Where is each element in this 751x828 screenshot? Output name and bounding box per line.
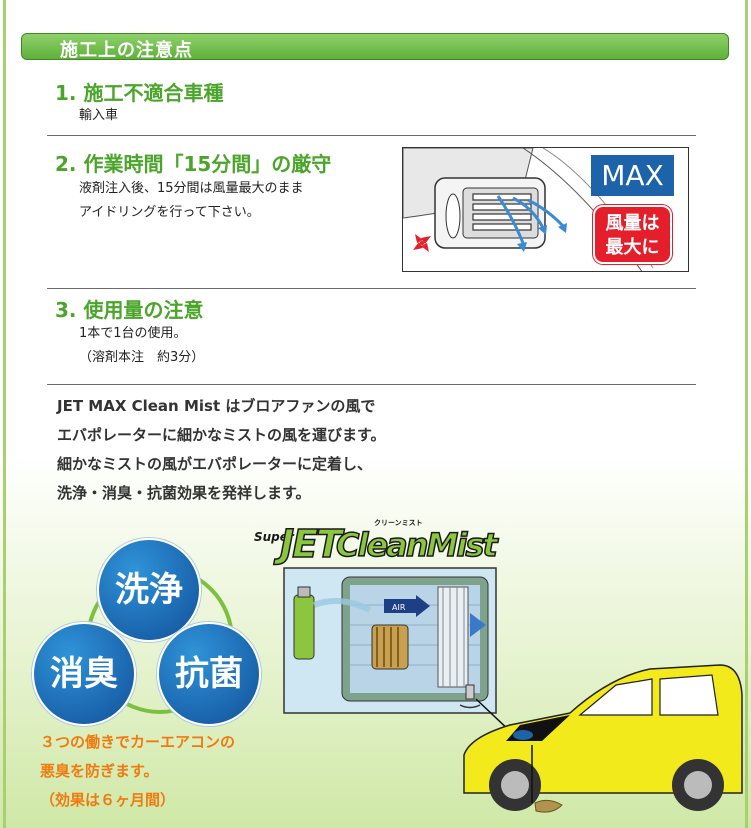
benefit-line: （効果は６ヶ月間） xyxy=(40,791,176,809)
description-line: 細かなミストの風がエバポレーターに定着し、 xyxy=(57,455,373,473)
section-1-body: 輸入車 xyxy=(79,104,118,128)
description-line: 洗浄・消臭・抗菌効果を発祥します。 xyxy=(57,484,311,502)
product-diagram: AIR xyxy=(283,567,743,813)
section-2-line: アイドリングを行って下さい。 xyxy=(79,205,260,220)
deodorize-circle: 消臭 xyxy=(32,622,136,726)
benefit-line: 悪臭を防ぎます。 xyxy=(40,762,159,780)
antibacterial-circle: 抗菌 xyxy=(157,622,261,726)
logo-super: Super xyxy=(254,530,294,544)
divider xyxy=(47,288,696,289)
description-line: JET MAX Clean Mist はブロアファンの風で xyxy=(57,397,376,415)
section-3-body: 1本で1台の使用。 （溶剤本注 約3分） xyxy=(79,322,204,370)
air-vent-drawing xyxy=(403,148,654,271)
divider xyxy=(47,135,696,136)
logo-jet: JET xyxy=(279,521,343,567)
section-2-line: 液剤注入後、15分間は風量最大のまま xyxy=(79,181,304,196)
logo-clean-mist: CleanMist xyxy=(335,525,498,565)
max-badge: MAX xyxy=(591,155,674,196)
section-2-body: 液剤注入後、15分間は風量最大のまま アイドリングを行って下さい。 xyxy=(79,177,304,225)
logo-kana: クリーンミスト xyxy=(374,519,423,527)
badge-line: 風量は xyxy=(605,213,660,234)
air-vent-illustration xyxy=(402,147,689,272)
air-label: AIR xyxy=(392,603,406,612)
section-2-title: 2. 作業時間「15分間」の厳守 xyxy=(55,152,332,176)
benefit-line: ３つの働きでカーエアコンの xyxy=(40,733,236,751)
product-description: JET MAX Clean Mist はブロアファンの風で エバポレーターに細か… xyxy=(57,392,386,508)
page-title: 施工上の注意点 xyxy=(60,40,193,61)
description-line: エバポレーターに細かなミストの風を運びます。 xyxy=(57,426,386,444)
section-3-line: 1本で1台の使用。 xyxy=(79,326,187,341)
wash-circle: 洗浄 xyxy=(97,538,201,642)
badge-line: 最大に xyxy=(605,237,660,258)
benefit-text: ３つの働きでカーエアコンの 悪臭を防ぎます。 （効果は６ヶ月間） xyxy=(40,728,235,815)
page-frame xyxy=(3,0,748,828)
section-1-line: 輸入車 xyxy=(79,108,119,123)
section-3-title: 3. 使用量の注意 xyxy=(55,298,204,322)
max-airflow-badge: 風量は 最大に xyxy=(593,205,672,264)
section-header-bar: 施工上の注意点 xyxy=(21,33,729,61)
section-1-title: 1. 施工不適合車種 xyxy=(55,81,224,105)
section-3-line: （溶剤本注 約3分） xyxy=(79,350,205,365)
divider xyxy=(47,384,696,385)
